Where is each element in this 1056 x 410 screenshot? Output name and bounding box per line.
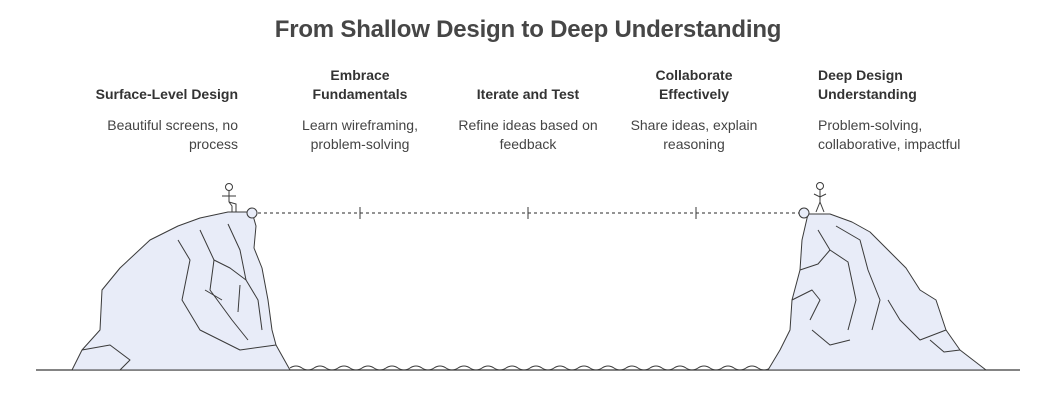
water-waves <box>289 365 771 371</box>
stage-title: Surface-Level Design <box>95 86 238 102</box>
stage-collaborate-effectively: Collaborate Effectively Share ideas, exp… <box>604 66 784 154</box>
stage-description: Problem-solving, collaborative, impactfu… <box>818 117 961 152</box>
stage-embrace-fundamentals: Embrace Fundamentals Learn wireframing, … <box>270 66 450 154</box>
stage-title: Iterate and Test <box>476 86 580 102</box>
left-figure-icon <box>222 183 237 212</box>
stage-title: Deep Design Understanding <box>818 67 917 102</box>
stage-iterate-and-test: Iterate and Test Refine ideas based on f… <box>438 66 618 154</box>
stage-description: Beautiful screens, no process <box>107 117 238 152</box>
stage-description: Refine ideas based on feedback <box>458 117 598 152</box>
stage-deep-design-understanding: Deep Design Understanding Problem-solvin… <box>818 66 998 154</box>
diagram-title: From Shallow Design to Deep Understandin… <box>274 16 782 43</box>
stage-title: Collaborate Effectively <box>655 67 733 102</box>
bridge-anchor-left <box>246 207 258 219</box>
left-cliff <box>71 211 291 371</box>
right-figure-icon <box>813 182 827 213</box>
bridge-anchor-right <box>798 207 810 219</box>
stage-description: Learn wireframing, problem-solving <box>302 117 418 152</box>
stage-title: Embrace Fundamentals <box>312 67 408 102</box>
stage-surface-level-design: Surface-Level Design Beautiful screens, … <box>58 66 238 154</box>
stage-description: Share ideas, explain reasoning <box>630 117 758 152</box>
right-cliff <box>767 213 987 371</box>
